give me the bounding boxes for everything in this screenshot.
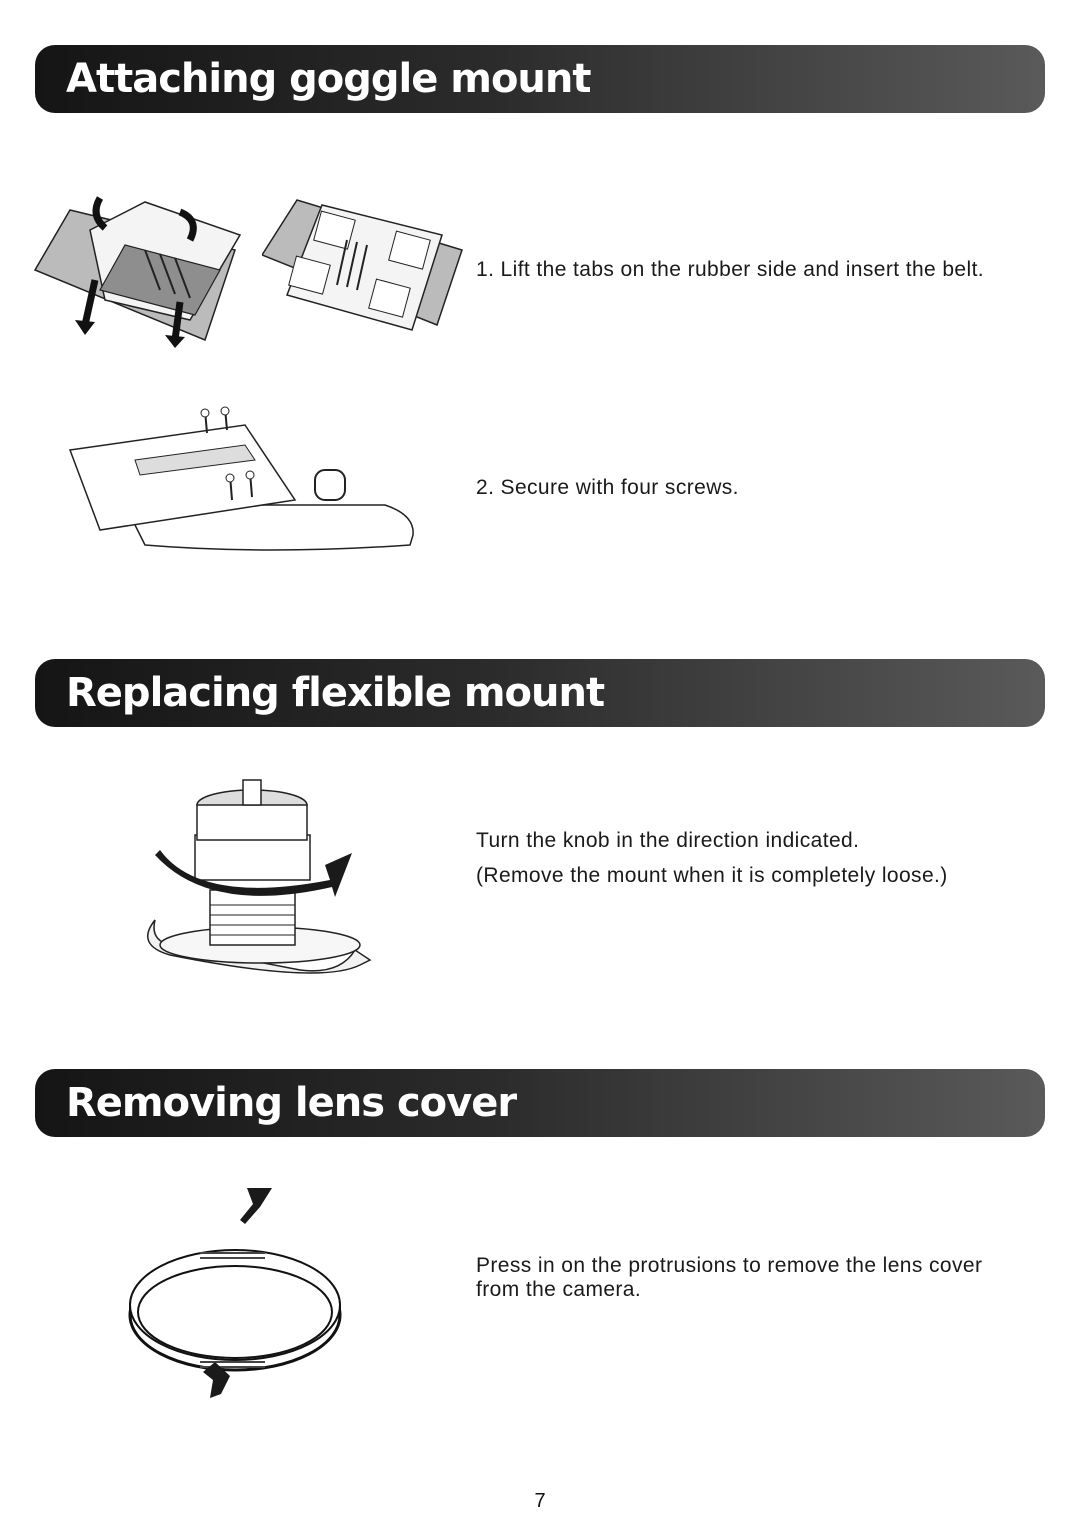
section-header-goggle-mount: Attaching goggle mount [35, 45, 1045, 113]
belt-insert-figure [33, 196, 242, 348]
belt-inserted-figure [262, 199, 463, 331]
section-title: Replacing flexible mount [66, 670, 605, 716]
step-secure-screws: 2. Secure with four screws. [476, 476, 739, 499]
step-turn-knob: Turn the knob in the direction indicated… [476, 829, 860, 852]
screws-figure [68, 406, 414, 551]
step-insert-belt: 1. Lift the tabs on the rubber side and … [476, 258, 985, 281]
page-number: 7 [534, 1490, 546, 1512]
lens-cover-figure [128, 1188, 342, 1398]
step-press-protrusions: Press in on the protrusions to remove th… [476, 1254, 983, 1301]
step-remove-mount-note: (Remove the mount when it is completely … [476, 864, 948, 887]
section-header-flexible-mount: Replacing flexible mount [35, 659, 1045, 727]
section-title: Removing lens cover [66, 1080, 517, 1126]
flexible-mount-figure [146, 779, 372, 974]
section-header-lens-cover: Removing lens cover [35, 1069, 1045, 1137]
section-title: Attaching goggle mount [66, 56, 592, 102]
